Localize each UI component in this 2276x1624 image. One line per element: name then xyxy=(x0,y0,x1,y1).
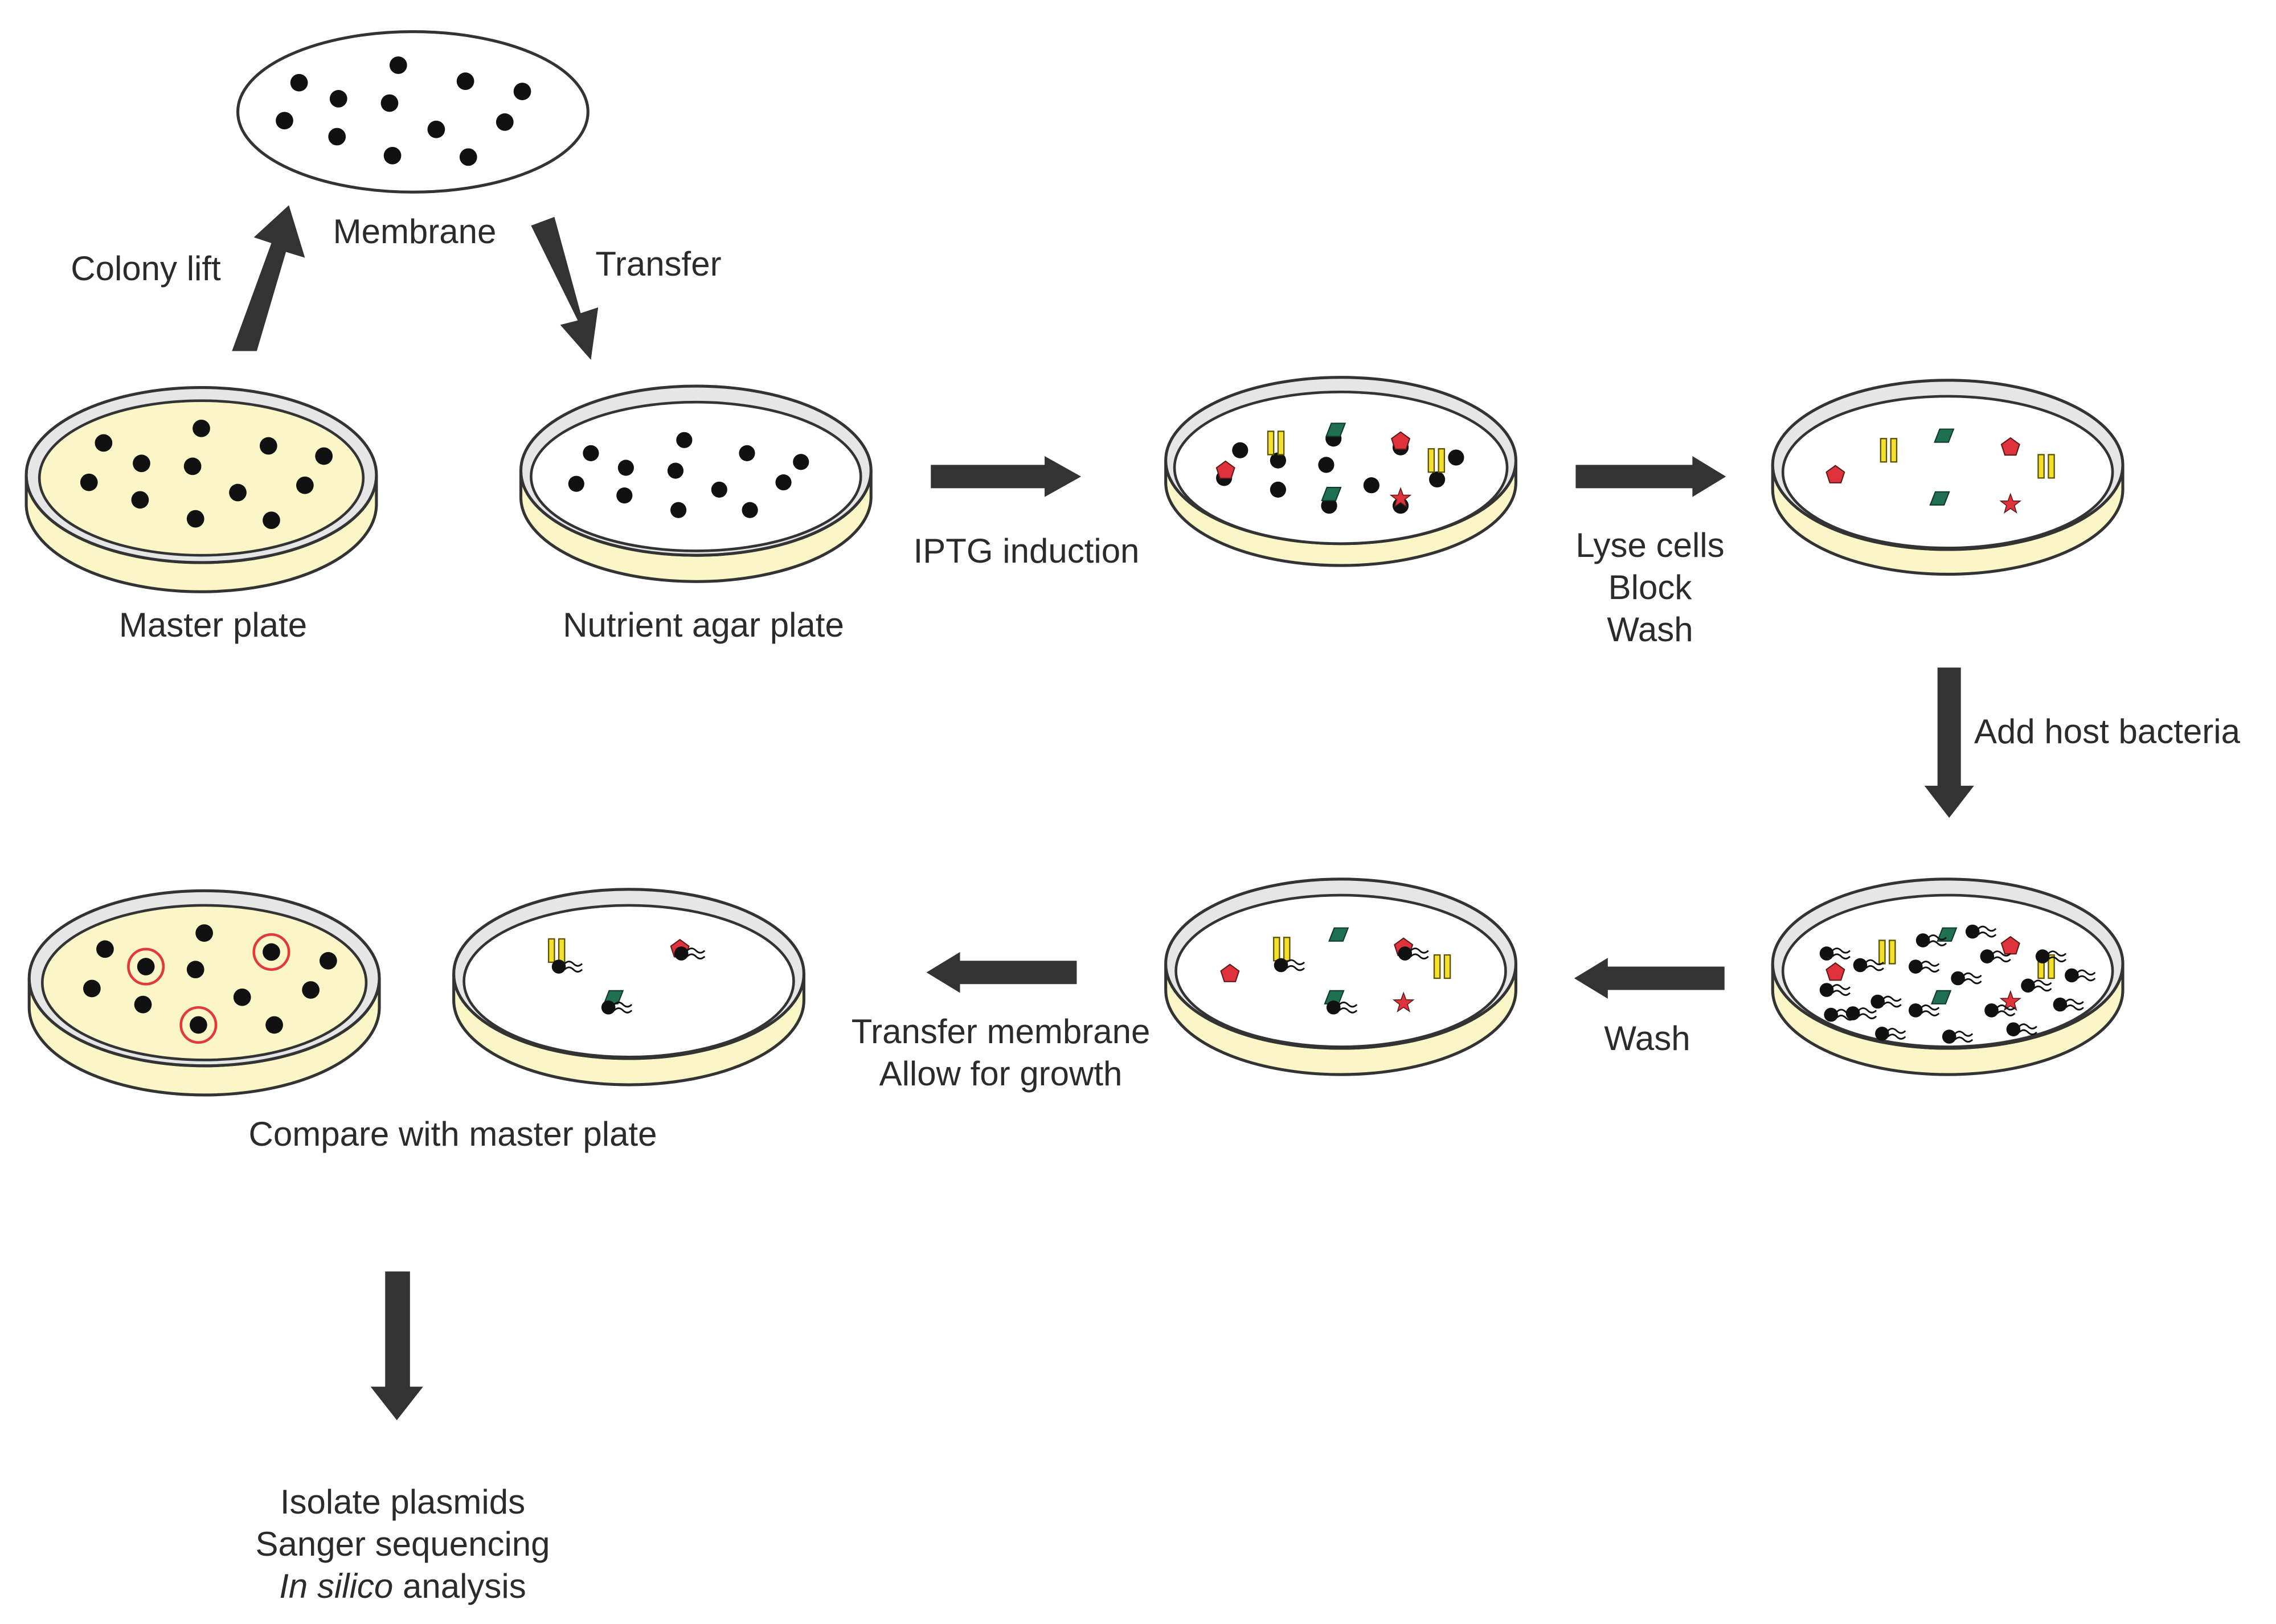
induced-plate-colonies xyxy=(1216,430,1464,514)
label-membrane: Membrane xyxy=(333,212,497,251)
label-final-steps: Isolate plasmids Sanger sequencing In si… xyxy=(255,1481,550,1607)
lysed-plate xyxy=(1771,379,2124,576)
label-transfer-membrane: Transfer membrane xyxy=(851,1012,1151,1051)
nutrient-agar-plate xyxy=(519,384,873,583)
label-colony-lift: Colony lift xyxy=(71,249,221,288)
label-add-host-bacteria: Add host bacteria xyxy=(1974,712,2240,751)
arrow-colony-lift xyxy=(232,205,305,351)
label-transfer: Transfer xyxy=(595,245,722,283)
label-sanger-sequencing: Sanger sequencing xyxy=(255,1525,550,1563)
compare-master-plate xyxy=(27,889,381,1097)
washed-plate xyxy=(1164,877,1517,1076)
label-analysis: analysis xyxy=(393,1567,526,1605)
arrow-transfer-membrane xyxy=(926,952,1077,993)
arrow-transfer xyxy=(531,216,599,360)
label-in-silico-analysis: In silico analysis xyxy=(255,1565,550,1607)
arrow-lyse-cells xyxy=(1575,456,1726,497)
label-iptg-induction: IPTG induction xyxy=(913,532,1140,570)
label-isolate-plasmids: Isolate plasmids xyxy=(280,1483,526,1521)
label-nutrient-agar-plate: Nutrient agar plate xyxy=(563,606,844,644)
label-wash-2: Wash xyxy=(1604,1019,1690,1057)
label-transfer-membrane-growth: Transfer membrane Allow for growth xyxy=(852,1011,1151,1095)
arrow-isolate-plasmids xyxy=(370,1271,423,1421)
label-lyse-cells-block-wash: Lyse cells Block Wash xyxy=(1575,524,1724,651)
master-plate-colonies xyxy=(80,419,333,530)
host-bacteria-plate xyxy=(1771,877,2124,1076)
label-in-silico: In silico xyxy=(279,1567,394,1605)
label-allow-for-growth: Allow for growth xyxy=(879,1055,1123,1093)
arrow-iptg-induction xyxy=(931,456,1082,497)
label-master-plate: Master plate xyxy=(118,606,308,644)
induced-plate xyxy=(1164,376,1517,567)
label-lyse-cells: Lyse cells xyxy=(1575,526,1725,564)
arrow-add-host-bacteria xyxy=(1924,667,1974,818)
arrow-wash xyxy=(1574,958,1725,999)
nutrient-plate-colonies xyxy=(568,432,809,518)
compare-plate-colonies xyxy=(83,924,337,1034)
growth-plate xyxy=(452,888,805,1086)
membrane-colonies xyxy=(276,56,531,166)
label-wash-1: Wash xyxy=(1607,610,1693,649)
label-compare-with-master-plate: Compare with master plate xyxy=(248,1115,657,1153)
master-plate xyxy=(24,386,378,593)
membrane-disc xyxy=(236,30,590,194)
selected-colony-circles xyxy=(127,933,290,1044)
label-block: Block xyxy=(1608,568,1692,606)
